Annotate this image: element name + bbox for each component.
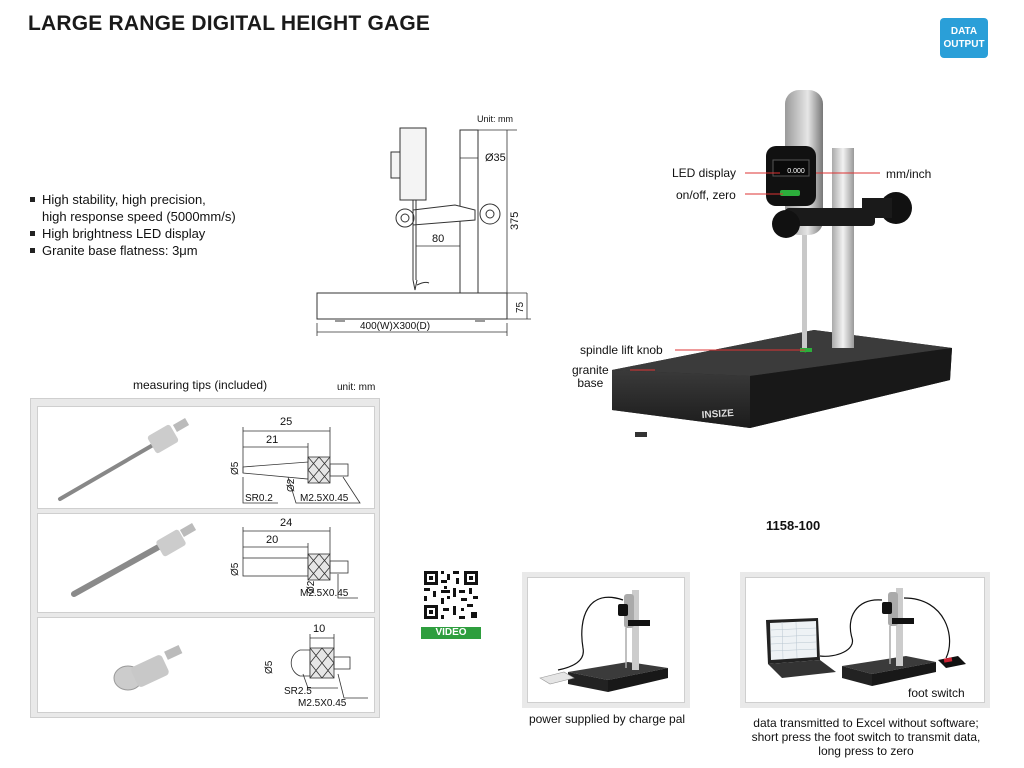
excel-photo [745,577,985,703]
brand-logo: INSIZE [701,408,734,421]
tip1-radius: SR0.2 [245,493,273,504]
callout-led-display: LED display [672,166,737,180]
page-title: LARGE RANGE DIGITAL HEIGHT GAGE [28,12,431,35]
tip3-radius: SR2.5 [284,686,312,697]
dim-base-height-label: 75 [515,301,526,313]
video-qr-code[interactable]: VIDEO [421,568,481,639]
product-photo: 0.000 INSIZE [612,90,952,437]
tip1-d1: 25 [280,416,292,428]
tip1-d2: 21 [266,434,278,446]
tip3-thread: M2.5X0.45 [298,698,347,709]
tip1-tip-dia: Ø2 [286,478,297,492]
tips-heading: measuring tips (included) [133,378,268,392]
tip3-dia: Ø5 [264,660,275,674]
dimension-drawing: Unit: mm Ø35 375 80 75 400(W)X300(D) [316,114,531,336]
tip-row-drawing: 25 21 Ø5 Ø2 SR0.2 M2.5X0.45 [58,416,361,504]
feature-list: High stability, high precision, high res… [28,191,236,259]
drawing-unit-label: Unit: mm [477,114,513,124]
data-output-badge: DATA OUTPUT [940,18,988,58]
callout-mm-inch: mm/inch [886,167,932,181]
tips-unit-label: unit: mm [337,382,376,393]
feature-item: Granite base flatness: 3μm [28,242,236,259]
tip2-d1: 24 [280,517,292,529]
tip-row-conical: 25 21 Ø5 Ø2 SR0.2 M2.5X0.45 [37,406,375,509]
tip2-d2: 20 [266,534,278,546]
callout-spindle-lift-knob: spindle lift knob [580,343,663,357]
dim-base-size-label: 400(W)X300(D) [360,321,430,332]
tip3-d1: 10 [313,623,325,635]
feature-item: High brightness LED display [28,225,236,242]
badge-line-1: DATA [950,26,978,37]
tip-row-drawing: 24 20 Ø5 Ø2 M2.5X0.45 [71,517,358,599]
tip-row-ball: 10 Ø5 SR2.5 M2.5X0.45 [37,617,375,713]
badge-line-2: OUTPUT [943,39,985,50]
dim-height-label: 375 [509,212,521,230]
qr-code-icon [421,568,481,622]
qr-video-label: VIDEO [421,627,481,639]
power-photo [527,577,685,703]
power-photo-frame [522,572,690,708]
tip2-dia: Ø5 [230,562,241,576]
excel-caption: data transmitted to Excel without softwa… [751,716,981,758]
excel-photo-frame [740,572,990,708]
callout-on-off-zero: on/off, zero [676,188,736,202]
tip-row-drawing: 10 Ø5 SR2.5 M2.5X0.45 [113,623,368,709]
power-caption: power supplied by charge pal [528,712,686,726]
tip2-tip-dia: Ø2 [306,580,317,594]
model-number: 1158-100 [766,518,821,533]
callout-granite-base: granite base [572,363,609,390]
dim-diameter-label: Ø35 [485,152,506,164]
display-reading: 0.000 [787,168,805,175]
tip-row-needle: 24 20 Ø5 Ø2 M2.5X0.45 [37,513,375,613]
tip2-thread: M2.5X0.45 [300,588,349,599]
tip1-dia: Ø5 [230,461,241,475]
foot-switch-label: foot switch [908,686,965,700]
measuring-tips-panel: 25 21 Ø5 Ø2 SR0.2 M2.5X0.45 [30,398,380,718]
feature-item: High stability, high precision, high res… [28,191,236,225]
dim-reach-label: 80 [432,233,444,245]
tip1-thread: M2.5X0.45 [300,493,349,504]
